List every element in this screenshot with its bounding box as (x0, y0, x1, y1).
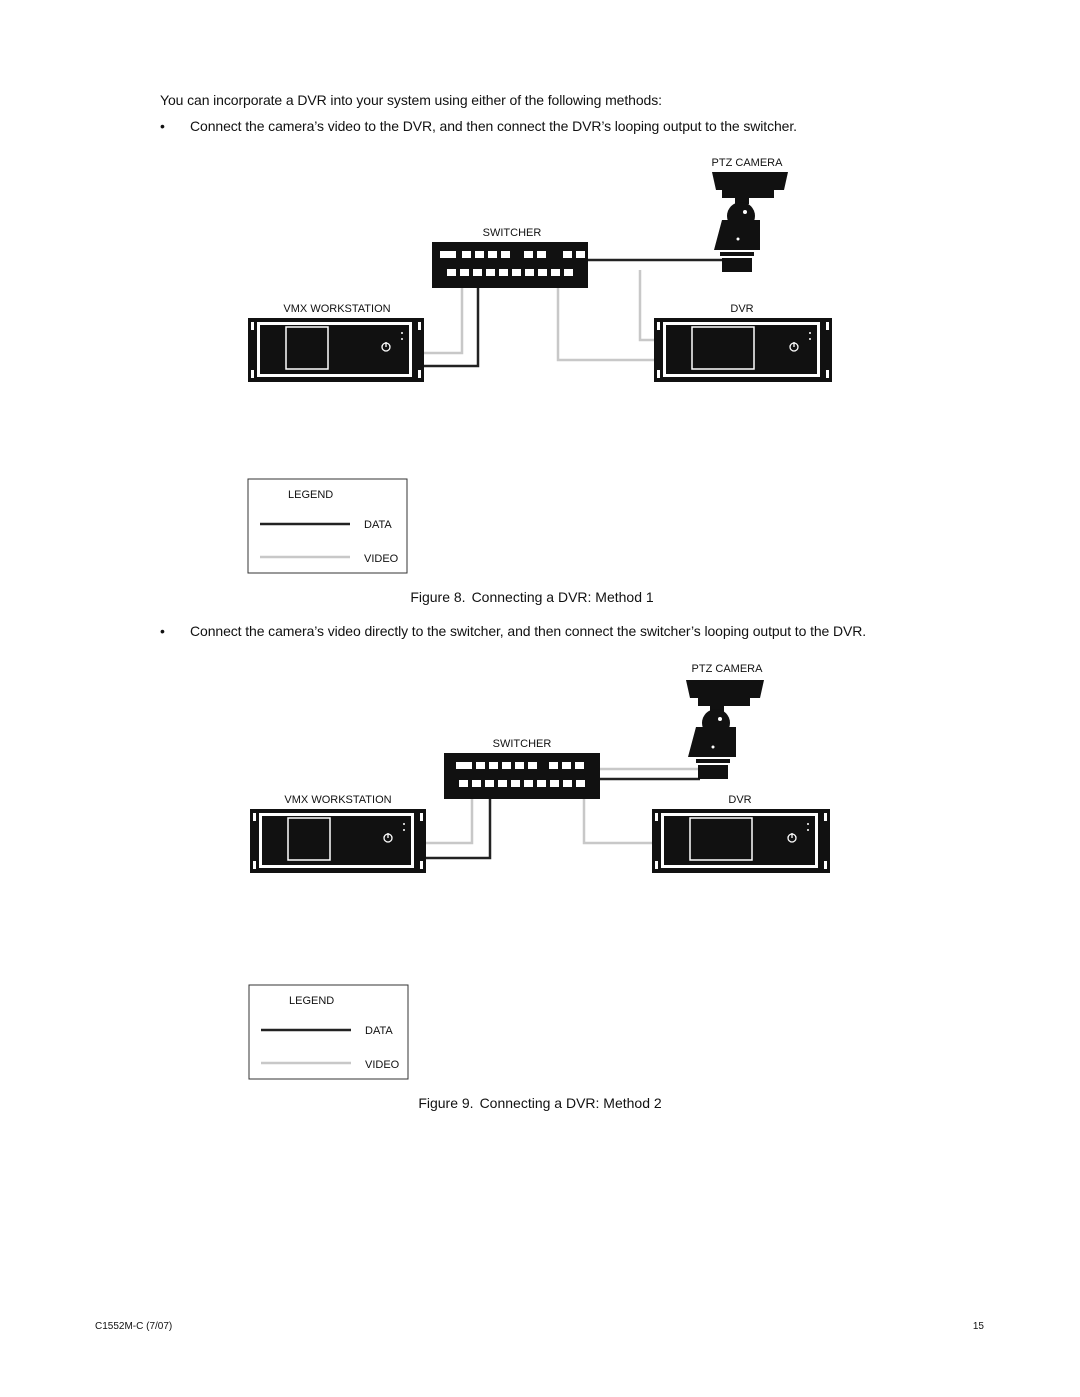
ptz-camera-icon (712, 172, 788, 272)
bullet-symbol: • (160, 118, 165, 134)
intro-text: You can incorporate a DVR into your syst… (160, 92, 662, 108)
video-line-switcher-to-dvr (582, 799, 656, 845)
video-connections (424, 270, 656, 362)
figure-caption: Figure 8. Connecting a DVR: Method 1 (410, 589, 654, 605)
switcher-label: SWITCHER (493, 738, 552, 750)
video-line-switcher-to-workstation (424, 799, 474, 845)
caption-text: Connecting a DVR: Method 1 (472, 589, 654, 605)
bullet-text: Connect the camera’s video directly to t… (190, 623, 867, 639)
camera-label: PTZ CAMERA (692, 663, 764, 675)
legend-box: LEGEND DATA VIDEO (248, 984, 409, 1080)
bullet-symbol: • (160, 623, 165, 639)
camera-label: PTZ CAMERA (712, 157, 784, 169)
workstation-label: VMX WORKSTATION (283, 303, 390, 315)
legend-title: LEGEND (288, 489, 333, 501)
caption-text: Connecting a DVR: Method 2 (480, 1095, 662, 1111)
switcher-device-icon (432, 242, 588, 288)
figure-dvr-method-1: PTZ CAMERA SWITCHER VMX WORKSTA (247, 157, 832, 605)
bullet-item-method-2: • Connect the camera’s video directly to … (160, 623, 866, 639)
caption-number: Figure 8. (410, 589, 465, 605)
video-line-camera-to-dvr (638, 270, 656, 342)
video-line-switcher-to-dvr (556, 288, 656, 362)
data-connections (424, 258, 740, 368)
data-line-switcher-to-workstation (424, 799, 492, 860)
legend-title: LEGEND (289, 995, 334, 1007)
data-connections (424, 777, 700, 860)
bullet-item-method-1: • Connect the camera’s video to the DVR, … (160, 118, 797, 134)
dvr-label: DVR (728, 794, 751, 806)
switcher-label: SWITCHER (483, 227, 542, 239)
workstation-device-icon (248, 318, 424, 382)
data-line-switcher-to-workstation (424, 288, 480, 368)
video-line-switcher-to-workstation (424, 288, 464, 355)
caption-number: Figure 9. (418, 1095, 473, 1111)
workstation-device-icon (250, 809, 426, 873)
footer-document-code: C1552M-C (7/07) (95, 1321, 173, 1332)
footer-page-number: 15 (972, 1321, 984, 1332)
bullet-text: Connect the camera’s video to the DVR, a… (190, 118, 797, 134)
legend-data-label: DATA (364, 519, 392, 531)
figure-caption: Figure 9. Connecting a DVR: Method 2 (418, 1095, 662, 1111)
dvr-device-icon (654, 318, 832, 382)
legend-data-label: DATA (365, 1025, 393, 1037)
video-connections (424, 767, 700, 845)
workstation-label: VMX WORKSTATION (284, 794, 391, 806)
legend-video-label: VIDEO (365, 1059, 400, 1071)
dvr-label: DVR (730, 303, 753, 315)
figure-dvr-method-2: PTZ CAMERA SWITCHER VMX WORKSTA (248, 663, 830, 1111)
ptz-camera-icon (686, 680, 764, 779)
dvr-device-icon (652, 809, 830, 873)
switcher-device-icon (444, 753, 600, 799)
legend-video-label: VIDEO (364, 553, 399, 565)
legend-box: LEGEND DATA VIDEO (247, 478, 408, 574)
